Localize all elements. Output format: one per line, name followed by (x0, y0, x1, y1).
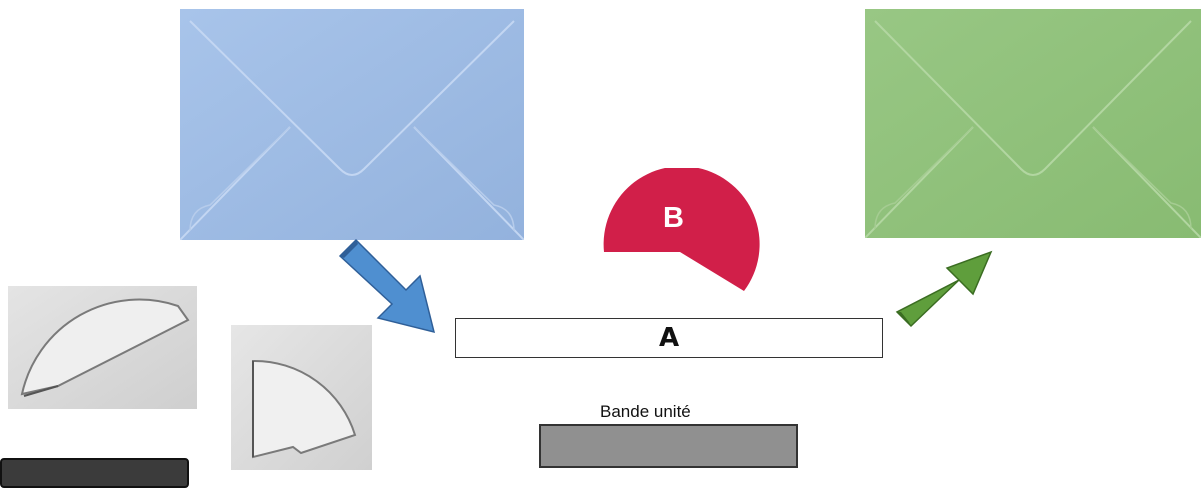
envelope-icon (180, 9, 524, 240)
envelope-icon (865, 9, 1201, 238)
bottom-left-widget (0, 458, 189, 488)
sector-photo-large (8, 286, 197, 409)
piece-b-sector (600, 168, 760, 293)
green-envelope (865, 9, 1201, 238)
piece-b-label: B (663, 202, 684, 234)
blue-envelope (180, 9, 524, 240)
arrow-down-right-icon (338, 238, 440, 338)
sector-photo-small (231, 325, 372, 470)
arrow-up-right-icon (895, 250, 997, 330)
bande-unite-label: Bande unité (600, 402, 691, 421)
bande-a-label: A (658, 323, 680, 353)
bande-unite (539, 424, 798, 468)
bande-a: A (455, 318, 883, 358)
